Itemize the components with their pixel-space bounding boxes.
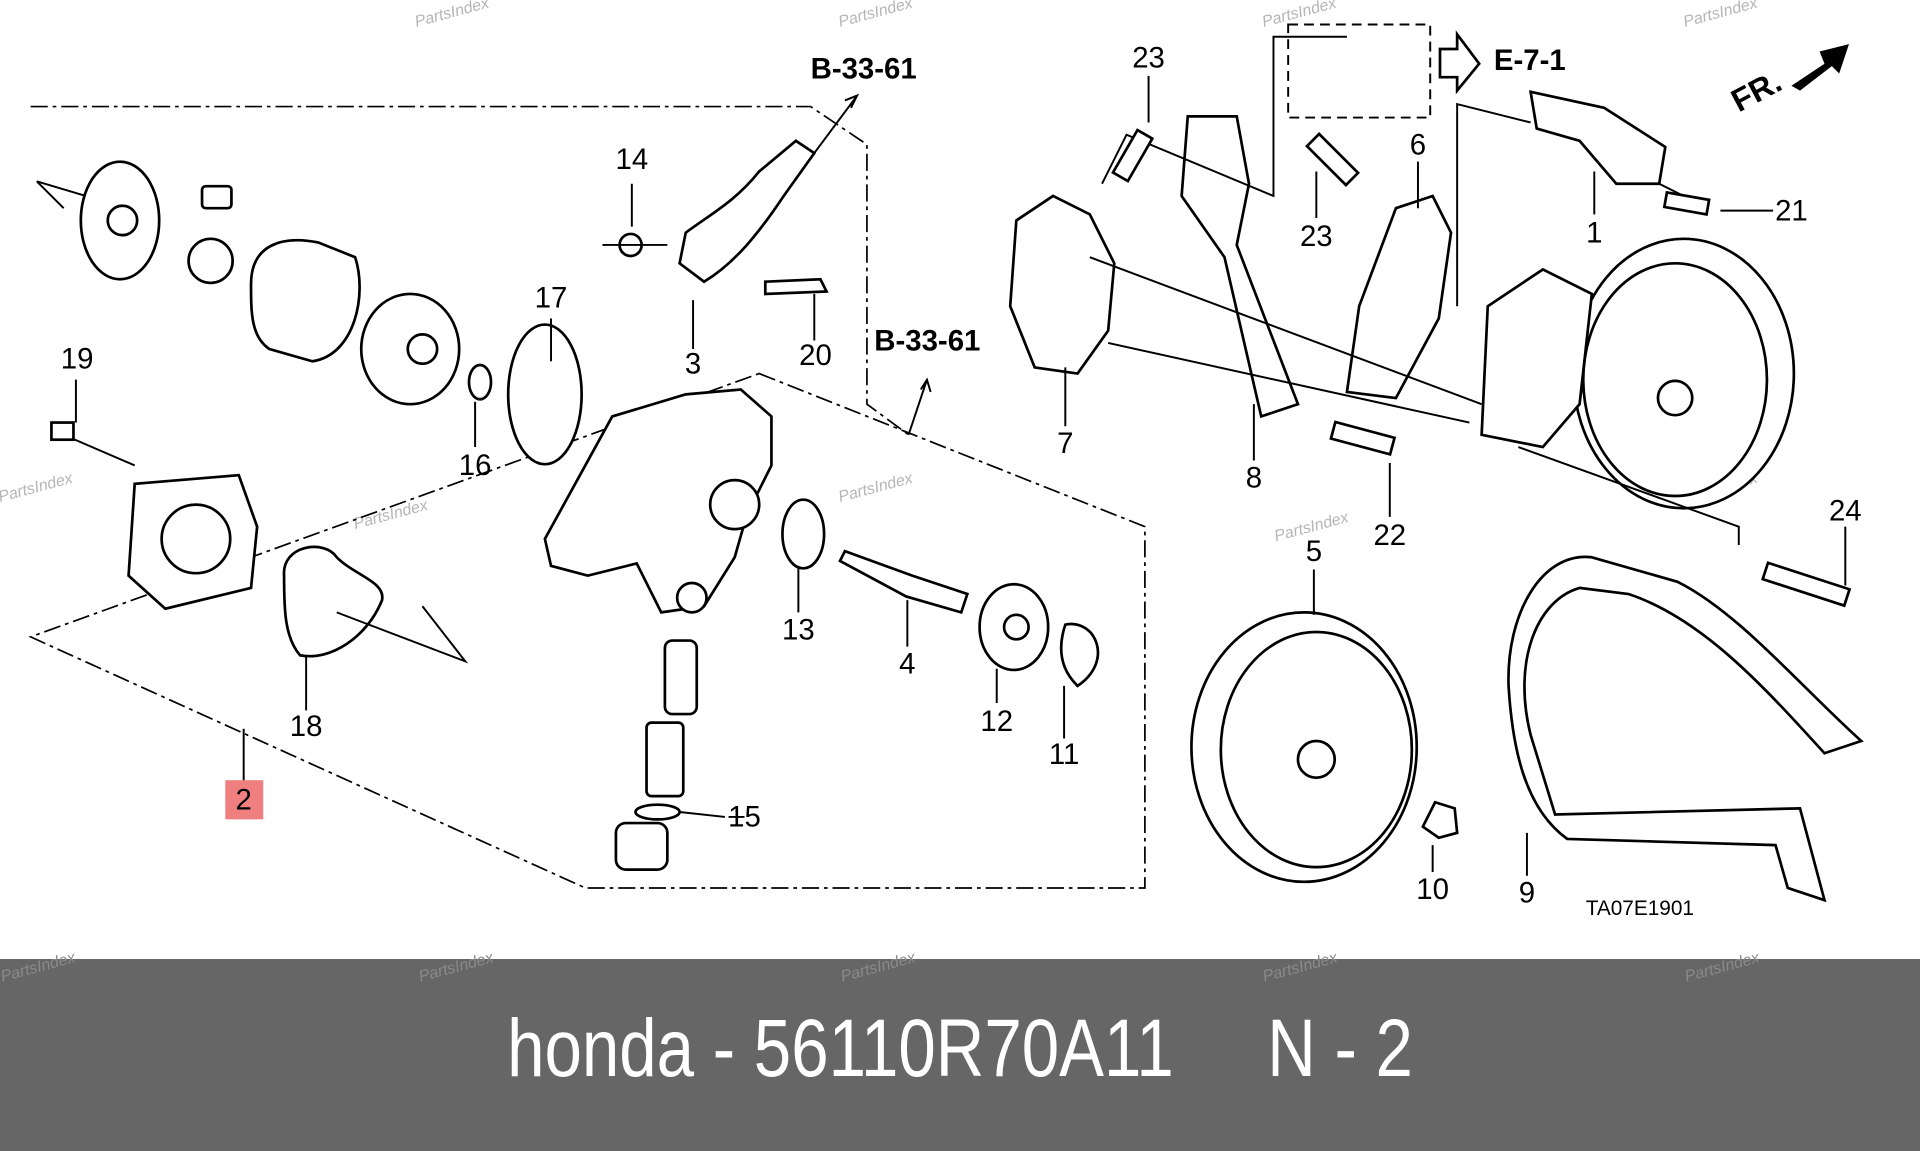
callout-12: 12: [980, 705, 1013, 738]
callout-21: 21: [1775, 194, 1808, 227]
watermark: PartsIndex: [413, 0, 492, 31]
callout-13: 13: [782, 613, 815, 646]
callout-20: 20: [799, 339, 832, 372]
watermark: PartsIndex: [0, 470, 75, 506]
callout-15: 15: [728, 801, 761, 834]
callout-11: 11: [1049, 738, 1079, 771]
callout-22: 22: [1373, 519, 1406, 552]
callout-24: 24: [1829, 495, 1862, 528]
callout-23: 23: [1300, 220, 1333, 253]
callout-1: 1: [1586, 217, 1602, 250]
callout-18: 18: [290, 710, 323, 743]
callouts: 23 14 6 23 1 21 17 19 3 20 7 8 16 22 24 …: [61, 41, 1862, 920]
part-info-footer: PartsIndex PartsIndex PartsIndex PartsIn…: [0, 949, 1920, 1151]
callout-4: 4: [899, 648, 915, 681]
pump-cover-parts: [36, 160, 583, 664]
reference-label: B-33-61: [874, 324, 980, 357]
pump-body-parts: [543, 139, 1100, 871]
callout-2: 2: [236, 784, 252, 817]
callout-5: 5: [1306, 535, 1322, 568]
callout-6: 6: [1410, 128, 1426, 161]
callout-7: 7: [1057, 427, 1073, 460]
callout-16: 16: [459, 449, 492, 482]
watermark: PartsIndex: [837, 0, 916, 31]
part-number-title: honda - 56110R70A11 N - 2: [507, 1003, 1413, 1094]
callout-9: 9: [1519, 877, 1535, 910]
callout-17: 17: [535, 281, 568, 314]
front-arrow-icon: [1791, 44, 1849, 91]
parts-diagram: PartsIndex PartsIndex PartsIndex PartsIn…: [0, 0, 1864, 920]
front-label: FR.: [1725, 63, 1787, 119]
callout-23: 23: [1132, 41, 1165, 74]
callout-10: 10: [1416, 873, 1449, 906]
reference-b-33-61-mid: B-33-61: [874, 324, 980, 436]
bracket-parts: [1008, 35, 1852, 608]
reference-e-7-1: E-7-1: [1494, 44, 1566, 77]
callout-2-highlight: [225, 780, 264, 820]
callout-14: 14: [615, 143, 648, 176]
pulley-belt-parts: [1190, 555, 1864, 903]
leader-lines: [74, 75, 1847, 876]
callout-19: 19: [61, 343, 94, 376]
callout-8: 8: [1246, 461, 1262, 494]
front-direction-indicator: FR.: [1725, 44, 1849, 119]
callout-3: 3: [685, 348, 701, 381]
watermark: PartsIndex: [1682, 0, 1761, 31]
reference-label: B-33-61: [811, 52, 917, 85]
watermark: PartsIndex: [352, 497, 431, 533]
reference-b-33-61-top: B-33-61: [811, 52, 917, 154]
watermark: PartsIndex: [1260, 0, 1339, 31]
drawing-code: TA07E1901: [1586, 897, 1694, 920]
reference-arrow: [1438, 30, 1481, 95]
watermark: PartsIndex: [837, 470, 916, 506]
inset-box: [1287, 23, 1432, 119]
